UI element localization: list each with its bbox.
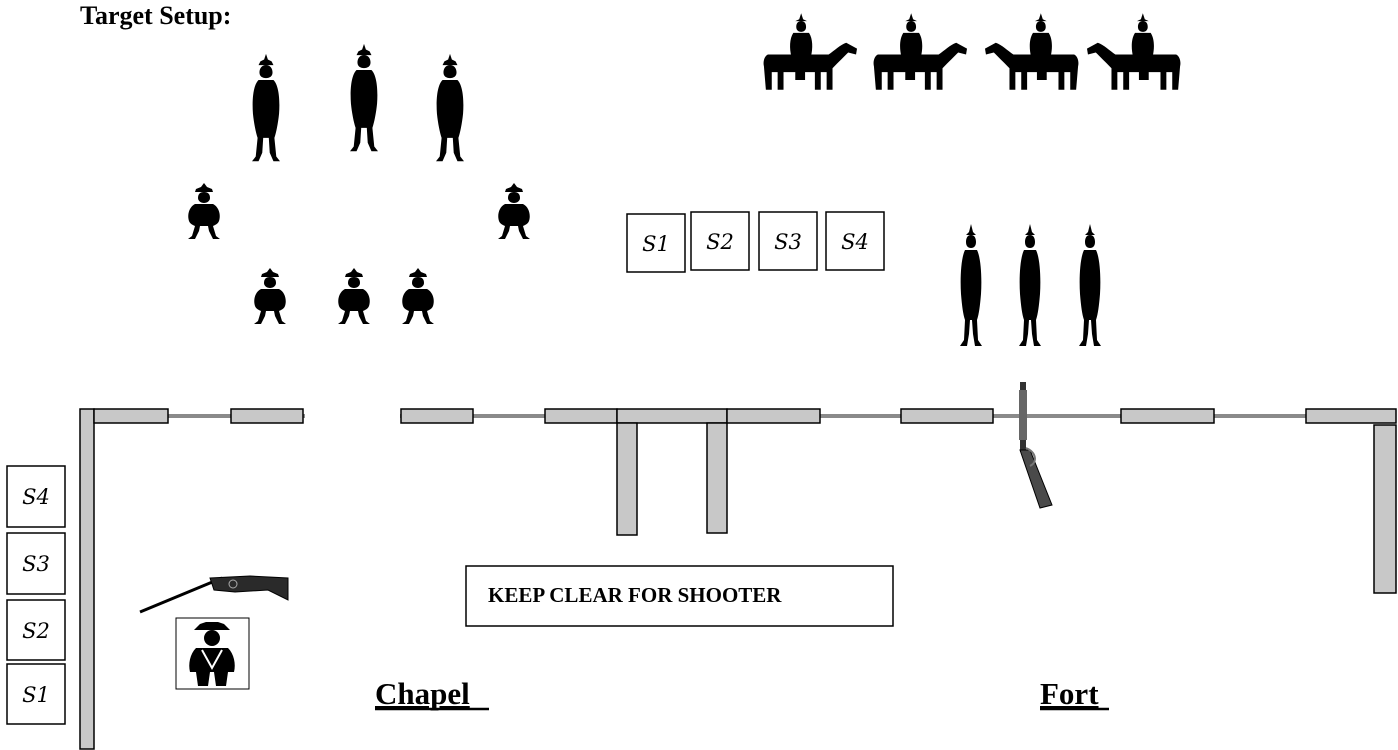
staging-box-label: S3 [774,230,802,254]
staging-box-label: S1 [22,683,50,707]
shotgun-icon [139,575,289,614]
keep-clear-label: KEEP CLEAR FOR SHOOTER [488,583,782,607]
rifle-icon [1019,382,1053,509]
staging-box [6,599,66,661]
crouching-bandit-target-icon [402,268,434,324]
staging-box [758,211,818,271]
staging-box [690,211,750,271]
staging-box [626,213,686,273]
staging-box-label: S2 [22,619,50,643]
fort-targets [960,224,1101,346]
staging-box-label: S1 [642,232,670,256]
top-staging-boxes: S1 S2 S3 S4 [626,211,885,273]
standing-bandit-target-icon [960,224,982,346]
standing-bandit-target-icon [350,43,378,152]
staging-box [825,211,885,271]
horse-rider-target-icon [1087,13,1180,89]
standing-bandit-target-icon [1019,224,1041,346]
side-staging-boxes: S4 S3 S2 S1 [6,465,66,725]
standing-bandit-target-icon [436,53,464,162]
rider-targets [763,13,1181,90]
staging-box-label: S2 [706,230,734,254]
crouching-bandit-target-icon [254,268,286,324]
diagram-title: Target Setup: [80,1,231,30]
crouching-bandit-target-icon [498,183,530,239]
fort-label: Fort [1040,676,1099,711]
staging-box-label: S4 [841,230,869,254]
crouching-bandit-target-icon [338,268,370,324]
horse-rider-target-icon [985,13,1078,89]
chapel-label: Chapel [375,676,470,711]
chapel-targets [188,43,530,324]
horse-rider-target-icon [763,13,858,90]
staging-box [6,532,66,595]
horse-rider-target-icon [873,13,968,90]
staging-box [6,663,66,725]
cowboy-shooter-icon [175,617,250,690]
standing-bandit-target-icon [252,53,280,162]
standing-bandit-target-icon [1079,224,1101,346]
crouching-bandit-target-icon [188,183,220,239]
staging-box [6,465,66,528]
staging-box-label: S3 [22,552,50,576]
staging-box-label: S4 [22,485,50,509]
fence-line [79,405,1397,750]
keep-clear-zone: KEEP CLEAR FOR SHOOTER [465,565,894,627]
